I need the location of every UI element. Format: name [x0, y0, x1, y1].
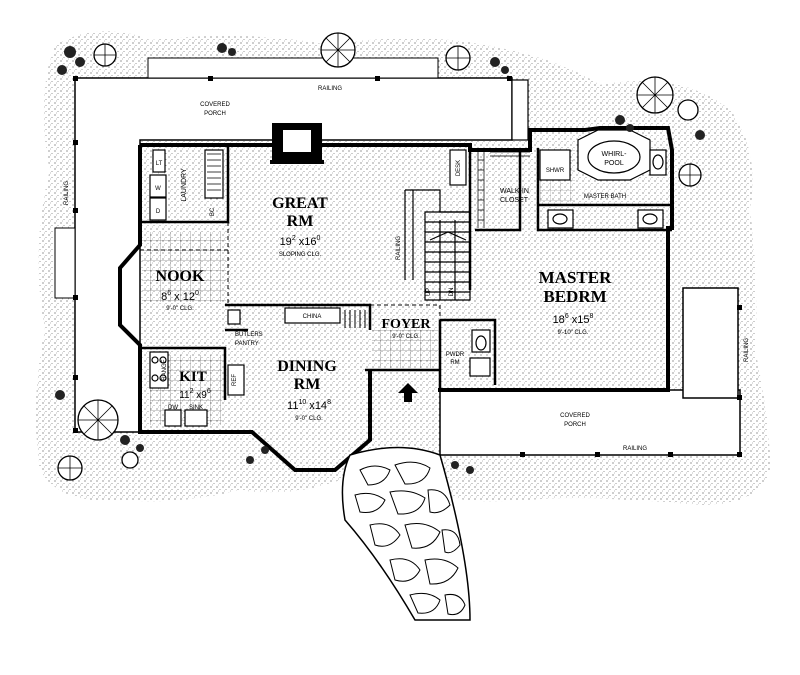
great-rm-line2: RM: [287, 213, 314, 230]
dw-label: DW: [168, 405, 178, 411]
railing-bottom-label: RAILING: [623, 446, 647, 452]
nook-note: 9'-0" CLG.: [166, 306, 194, 312]
laundry-hatch: [207, 153, 221, 191]
dining-rm-dims: 1110 x148: [287, 399, 331, 412]
covered-porch-bottom-line1: COVERED: [560, 413, 590, 419]
bath-fixtures: [539, 129, 667, 229]
master-bath-label: MASTER BATH: [584, 194, 626, 200]
shwr-label: SHWR: [546, 168, 565, 174]
railing-top-label: RAILING: [318, 86, 342, 92]
laundry-appliances: [149, 149, 224, 221]
dining-rm-line1: DINING: [277, 358, 337, 375]
dryer-label: D: [156, 209, 161, 215]
dining-rm-label: DINING RM 1110 x148 9'-0" CLG.: [277, 358, 337, 422]
nook-dims: 86 x 120: [161, 290, 199, 303]
interior-walls: [138, 145, 672, 400]
china-cabinet: [284, 307, 341, 324]
whirlpool-line2: POOL: [604, 160, 624, 167]
railing-left-label: RAILING: [64, 181, 70, 205]
closet-shelving: [477, 151, 530, 228]
ref-label: REF: [232, 374, 238, 386]
butlers-line2: PANTRY: [235, 341, 259, 347]
covered-porch-bottom-line2: PORCH: [564, 422, 586, 428]
fireplace: [270, 123, 324, 164]
railing-right-label: RAILING: [744, 338, 750, 362]
fixture-labels: LAUNDRY BC W D LT DESK WALK-IN CLOSET SH…: [155, 151, 627, 411]
master-bedrm-line2: BEDRM: [543, 287, 606, 306]
covered-porch-top-line2: PORCH: [204, 111, 226, 117]
kit-label: KIT 112 x96: [179, 369, 211, 401]
lt-label: LT: [156, 161, 163, 167]
railing-stair-label: RAILING: [396, 236, 402, 260]
pwdr-line1: PWDR: [446, 352, 465, 358]
entry-arrow-icon: [398, 383, 418, 402]
sink-label: SINK: [189, 405, 203, 411]
foyer-note: 9'-0" CLG.: [392, 334, 420, 340]
covered-porch-top-line1: COVERED: [200, 102, 230, 108]
walk-in-line1: WALK-IN: [500, 188, 529, 195]
butlers-line1: BUTLERS: [235, 332, 263, 338]
dining-rm-line2: RM: [294, 376, 321, 393]
kit-name: KIT: [179, 369, 207, 385]
china-label: CHINA: [303, 314, 322, 320]
pwdr-line2: RM: [450, 360, 459, 366]
stairs: [404, 189, 471, 301]
powder-fixtures: [469, 329, 491, 377]
stone-walkway: [341, 446, 471, 621]
foyer-name: FOYER: [382, 317, 432, 332]
kit-dims: 112 x96: [179, 388, 211, 401]
kitchen-fixtures: [149, 309, 245, 427]
master-bedrm-note: 9'-10" CLG.: [558, 330, 589, 336]
washer-label: W: [155, 186, 161, 192]
master-bedrm-dims: 186 x158: [553, 313, 594, 326]
stair-up-label: UP: [426, 288, 432, 296]
nook-name: NOOK: [156, 268, 205, 285]
desk-label: DESK: [456, 160, 462, 176]
great-rm-note: SLOPING CLG.: [279, 252, 322, 258]
shrubs: [55, 43, 705, 474]
desk: [449, 149, 467, 186]
porches: [54, 57, 742, 457]
china-hatch: [344, 310, 366, 328]
great-rm-label: GREAT RM 192 x160 SLOPING CLG.: [272, 195, 328, 258]
dining-rm-note: 9'-0" CLG.: [295, 416, 323, 422]
trees: [57, 32, 702, 481]
whirlpool-line1: WHIRL-: [602, 151, 628, 158]
master-bedrm-label: MASTER BEDRM 186 x158 9'-10" CLG.: [539, 268, 612, 336]
range-label: RANGE: [162, 359, 168, 380]
nook-label: NOOK 86 x 120 9'-0" CLG.: [156, 268, 205, 312]
great-rm-line1: GREAT: [272, 195, 328, 212]
bc-label: BC: [210, 207, 216, 216]
porch-labels: COVERED PORCH COVERED PORCH RAILING RAIL…: [64, 86, 750, 452]
great-rm-dims: 192 x160: [280, 235, 321, 248]
walk-in-line2: CLOSET: [500, 197, 529, 204]
laundry-label: LAUNDRY: [181, 168, 188, 202]
master-bedrm-line1: MASTER: [539, 268, 612, 287]
foyer-label: FOYER 9'-0" CLG.: [382, 317, 432, 340]
stair-dn-label: DN: [449, 288, 455, 297]
